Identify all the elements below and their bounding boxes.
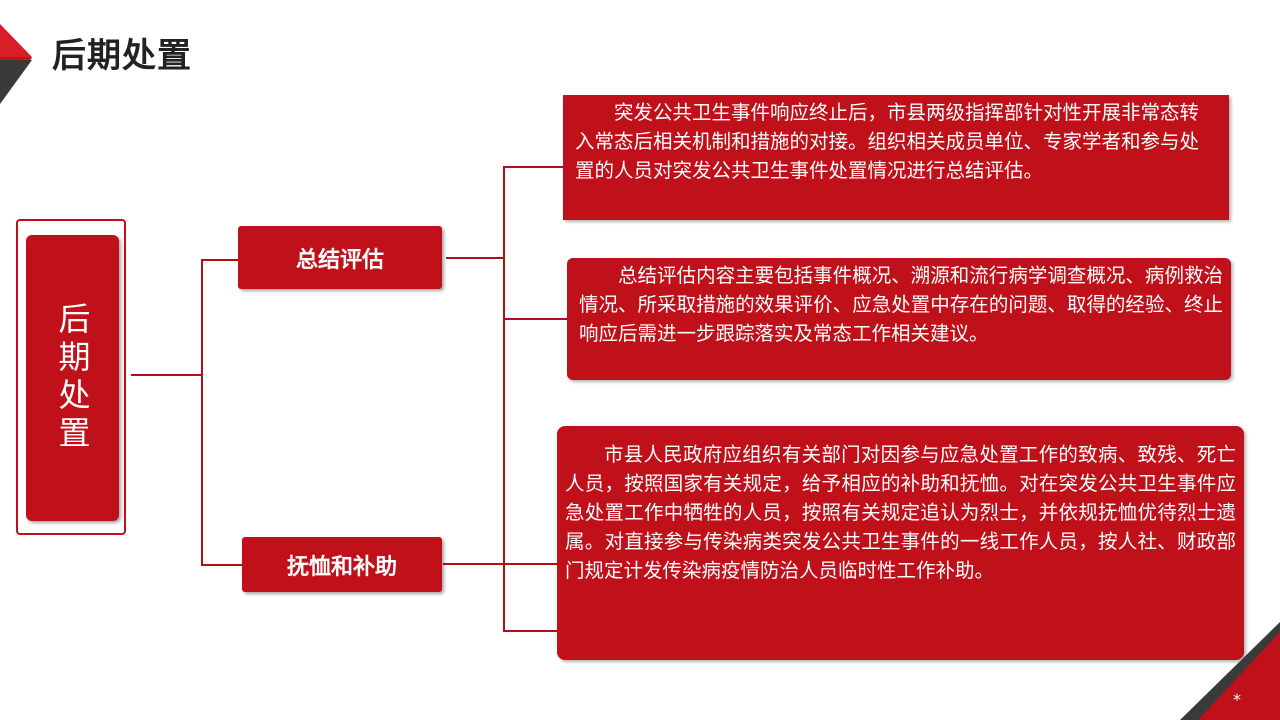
connector-line: [503, 166, 563, 168]
page-marker: *: [1233, 690, 1241, 709]
connector-line: [201, 259, 239, 261]
branch-compensation-subsidy: 抚恤和补助: [242, 537, 442, 592]
corner-decoration-top-left: [0, 24, 32, 104]
connector-line: [201, 564, 243, 566]
corner-decoration-bottom-right: [1180, 622, 1280, 720]
connector-line: [131, 374, 201, 376]
branch-label: 总结评估: [295, 247, 384, 273]
text-box-evaluation-process: 突发公共卫生事件响应终止后，市县两级指挥部针对性开展非常态转入常态后相关机制和措…: [563, 95, 1229, 220]
connector-line: [201, 259, 203, 566]
connector-line: [443, 563, 557, 565]
connector-line: [503, 318, 567, 320]
branch-summary-evaluation: 总结评估: [238, 226, 442, 289]
page-title: 后期处置: [52, 36, 192, 76]
branch-label: 抚恤和补助: [286, 554, 397, 580]
text-box-evaluation-content: 总结评估内容主要包括事件概况、溯源和流行病学调查概况、病例救治情况、所采取措施的…: [567, 258, 1231, 380]
root-node-frame: [16, 219, 126, 535]
connector-line: [446, 257, 504, 259]
root-node-label: 后期处置: [53, 302, 92, 454]
text-box-compensation: 市县人民政府应组织有关部门对因参与应急处置工作的致病、致残、死亡人员，按照国家有…: [557, 426, 1244, 660]
root-node: 后期处置: [26, 235, 119, 521]
connector-line: [503, 166, 505, 631]
connector-line: [503, 630, 557, 632]
